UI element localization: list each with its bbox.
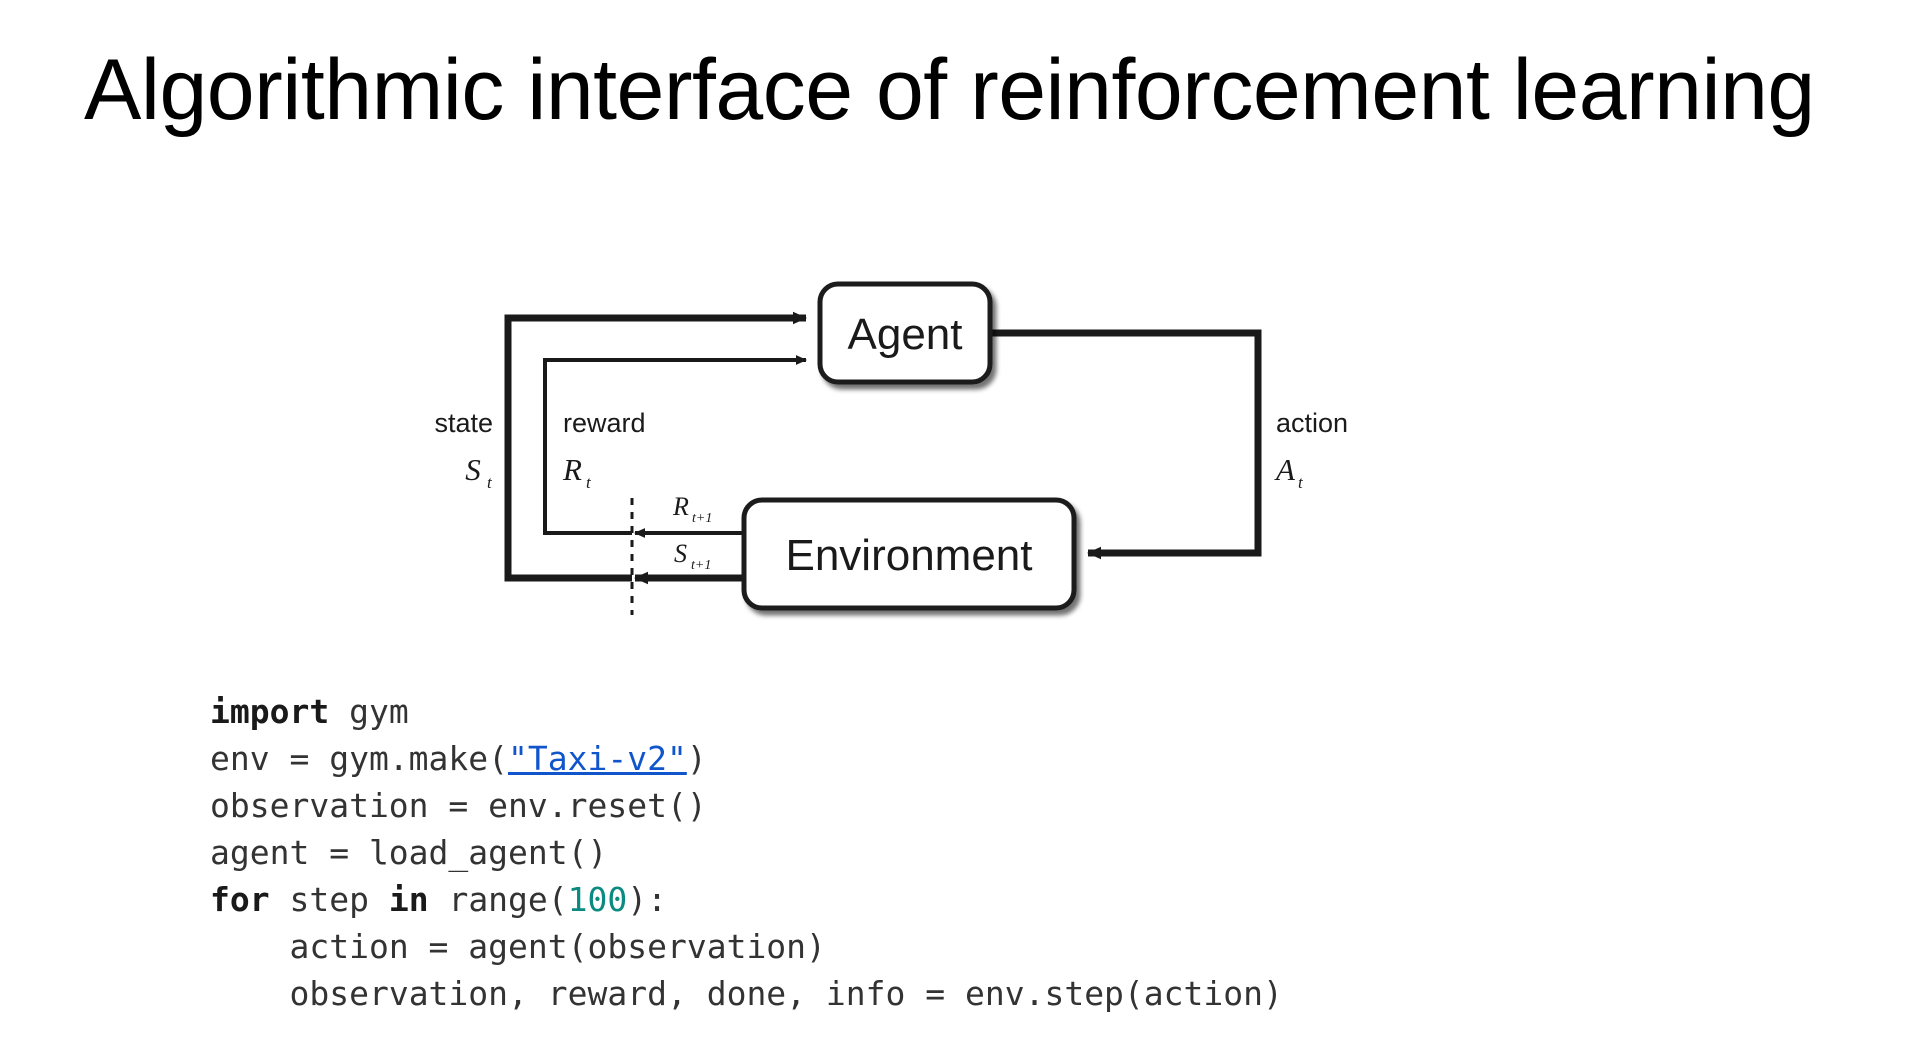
code-token: for — [210, 880, 270, 919]
agent-box: Agent — [817, 281, 993, 385]
code-token: action = agent(observation) — [289, 927, 826, 966]
code-line: observation, reward, done, info = env.st… — [210, 970, 1283, 1017]
code-token: import — [210, 692, 330, 731]
code-token: in — [388, 880, 429, 919]
code-line: action = agent(observation) — [210, 923, 1283, 970]
label-action: action A t — [1274, 408, 1348, 492]
code-line: import gym — [210, 688, 1283, 735]
code-token: ) — [686, 739, 707, 778]
label-state-next-symbol: S — [674, 539, 687, 568]
code-token: step — [269, 880, 389, 919]
label-state-next-subscript: t+1 — [691, 558, 711, 573]
edge-state-path — [504, 311, 807, 582]
label-reward-subscript: t — [586, 473, 592, 492]
environment-box-label: Environment — [785, 531, 1032, 580]
code-line: observation = env.reset() — [210, 782, 1283, 829]
label-reward-next-symbol: R — [672, 492, 689, 521]
code-token: observation = env.reset() — [210, 786, 707, 825]
label-reward-symbol: R — [562, 452, 582, 487]
label-action-text: action — [1276, 408, 1348, 438]
edge-reward-path — [543, 355, 807, 535]
code-token: range( — [428, 880, 568, 919]
label-reward-next-subscript: t+1 — [692, 511, 712, 526]
label-state-text: state — [434, 408, 493, 438]
label-reward: reward R t — [562, 408, 646, 492]
code-token: gym — [329, 692, 409, 731]
code-line: agent = load_agent() — [210, 829, 1283, 876]
label-state: state S t — [434, 408, 493, 492]
code-token: agent = load_agent() — [210, 833, 608, 872]
page-title: Algorithmic interface of reinforcement l… — [84, 42, 1815, 138]
code-env-id-link[interactable]: "Taxi-v2" — [508, 739, 687, 778]
label-action-subscript: t — [1298, 473, 1304, 492]
label-state-symbol: S — [465, 452, 481, 487]
code-indent — [210, 974, 289, 1013]
code-token: ): — [627, 880, 668, 919]
label-state-next: S t+1 — [674, 539, 711, 573]
code-token: env = gym.make( — [210, 739, 509, 778]
code-line: env = gym.make("Taxi-v2") — [210, 735, 1283, 782]
agent-box-label: Agent — [848, 310, 963, 359]
label-reward-text: reward — [563, 408, 646, 438]
code-token: observation, reward, done, info = env.st… — [289, 974, 1283, 1013]
label-state-subscript: t — [487, 473, 493, 492]
code-indent — [210, 927, 289, 966]
edge-action-path — [990, 329, 1262, 560]
label-action-symbol: A — [1274, 452, 1296, 487]
environment-box: Environment — [741, 497, 1077, 611]
code-line: for step in range(100): — [210, 876, 1283, 923]
code-token: 100 — [567, 880, 628, 919]
label-reward-next: R t+1 — [672, 492, 712, 526]
